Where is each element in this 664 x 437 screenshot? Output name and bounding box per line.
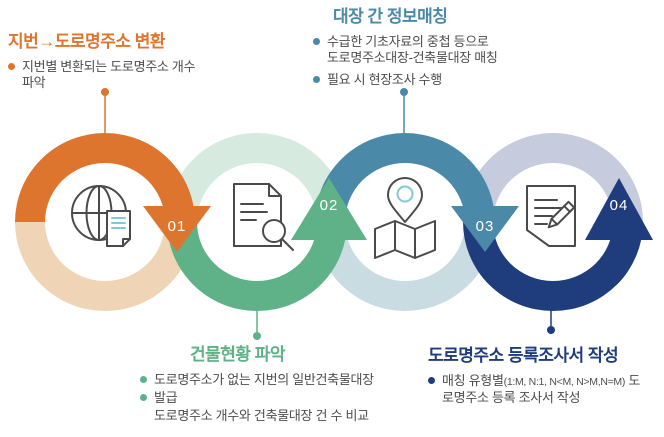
bullet-dot-icon — [140, 376, 147, 383]
globe-document-icon — [71, 185, 131, 247]
callout-step2: 건물현황 파악 도로명주소가 없는 지번의 일반건축물대장 발급 도로명주소 개… — [140, 340, 440, 426]
ring3-light-half — [315, 222, 495, 311]
step2-title: 건물현황 파악 — [190, 345, 286, 364]
step3-item1-line1: 수급한 기초자료의 중첩 등으로 — [327, 34, 489, 49]
step-number-2: 02 — [320, 197, 339, 214]
step1-item-line1: 지번별 변환되는 도로명주소 개수 — [22, 59, 196, 74]
arrow-step2: 02 — [291, 178, 367, 240]
arrow-step4: 04 — [585, 178, 653, 240]
step-number-4: 04 — [610, 197, 629, 214]
step2-row2-text: 발급 — [154, 390, 178, 405]
ring2-light-half — [167, 133, 347, 222]
step1-item-line2: 파악 — [22, 75, 46, 90]
arrow-step3: 03 — [451, 206, 519, 252]
step3-item1-line2: 도로명주소대장-건축물대장 매칭 — [327, 50, 498, 65]
step2-row1-text: 도로명주소가 없는 지번의 일반건축물대장 — [154, 372, 374, 387]
step2-bullet-row-2: 발급 — [140, 390, 440, 406]
step3-bullet-item-1: 수급한 기초자료의 중첩 등으로 도로명주소대장-건축물대장 매칭 — [313, 34, 523, 66]
map-pin-icon — [374, 177, 436, 259]
step-number-1: 01 — [168, 218, 187, 235]
step1-title: 지번→도로명주소 변환 — [8, 32, 165, 51]
step3-bullet-item-2: 필요 시 현장조사 수행 — [313, 72, 523, 88]
callout-step3: 대장 간 정보매칭 수급한 기초자료의 중첩 등으로 도로명주소대장-건축물대장… — [313, 2, 523, 94]
step-number-3: 03 — [476, 218, 495, 235]
connector-step1 — [101, 88, 109, 134]
step4-title: 도로명주소 등록조사서 작성 — [428, 346, 619, 365]
ring3-solid-half — [315, 133, 495, 222]
arrow-step1: 01 — [143, 206, 211, 252]
bullet-dot-icon — [8, 63, 15, 70]
step4-bullet-item: 매칭 유형별(1:M, N:1, N<M, N>M,N=M) 도로명주소 등록 … — [428, 373, 660, 406]
step3-item2-text: 필요 시 현장조사 수행 — [327, 72, 442, 87]
callout-step1: 지번→도로명주소 변환 지번별 변환되는 도로명주소 개수 파악 — [8, 27, 238, 97]
document-magnifier-icon — [233, 183, 294, 251]
ring2-solid-half — [167, 222, 347, 311]
bullet-dot-icon — [313, 76, 320, 83]
bullet-dot-icon — [140, 394, 147, 401]
connector-step2 — [253, 310, 261, 340]
connector-step3 — [400, 88, 408, 134]
step3-title: 대장 간 정보매칭 — [333, 7, 448, 26]
ring1-light-half — [15, 222, 195, 311]
step4-seg5: 성 — [568, 390, 581, 405]
step4-seg3: N=M) — [600, 376, 626, 388]
step2-bullet-row-1: 도로명주소가 없는 지번의 일반건축물대장 — [140, 372, 440, 388]
step4-seg1: 매칭 유형별 — [442, 373, 504, 388]
step4-seg4: 도로명주소 등록 조사서 작 — [442, 373, 641, 405]
ring4-light-half — [463, 133, 643, 222]
step2-row-3: 도로명주소 개수와 건축물대장 건 수 비교 — [140, 408, 440, 424]
callout-step4: 도로명주소 등록조사서 작성 매칭 유형별(1:M, N:1, N<M, N>M… — [428, 341, 660, 412]
ring1-solid-half — [15, 133, 195, 222]
bullet-dot-icon — [313, 38, 320, 45]
connector-step4 — [547, 310, 555, 334]
step2-row3-text: 도로명주소 개수와 건축물대장 건 수 비교 — [154, 408, 369, 423]
step1-bullet-item: 지번별 변환되는 도로명주소 개수 파악 — [8, 59, 238, 91]
ring4-solid-half — [463, 222, 643, 311]
document-pencil-icon — [526, 185, 576, 247]
bullet-dot-icon — [428, 377, 435, 384]
step4-seg2: (1:M, N:1, N<M, N>M, — [503, 376, 601, 388]
